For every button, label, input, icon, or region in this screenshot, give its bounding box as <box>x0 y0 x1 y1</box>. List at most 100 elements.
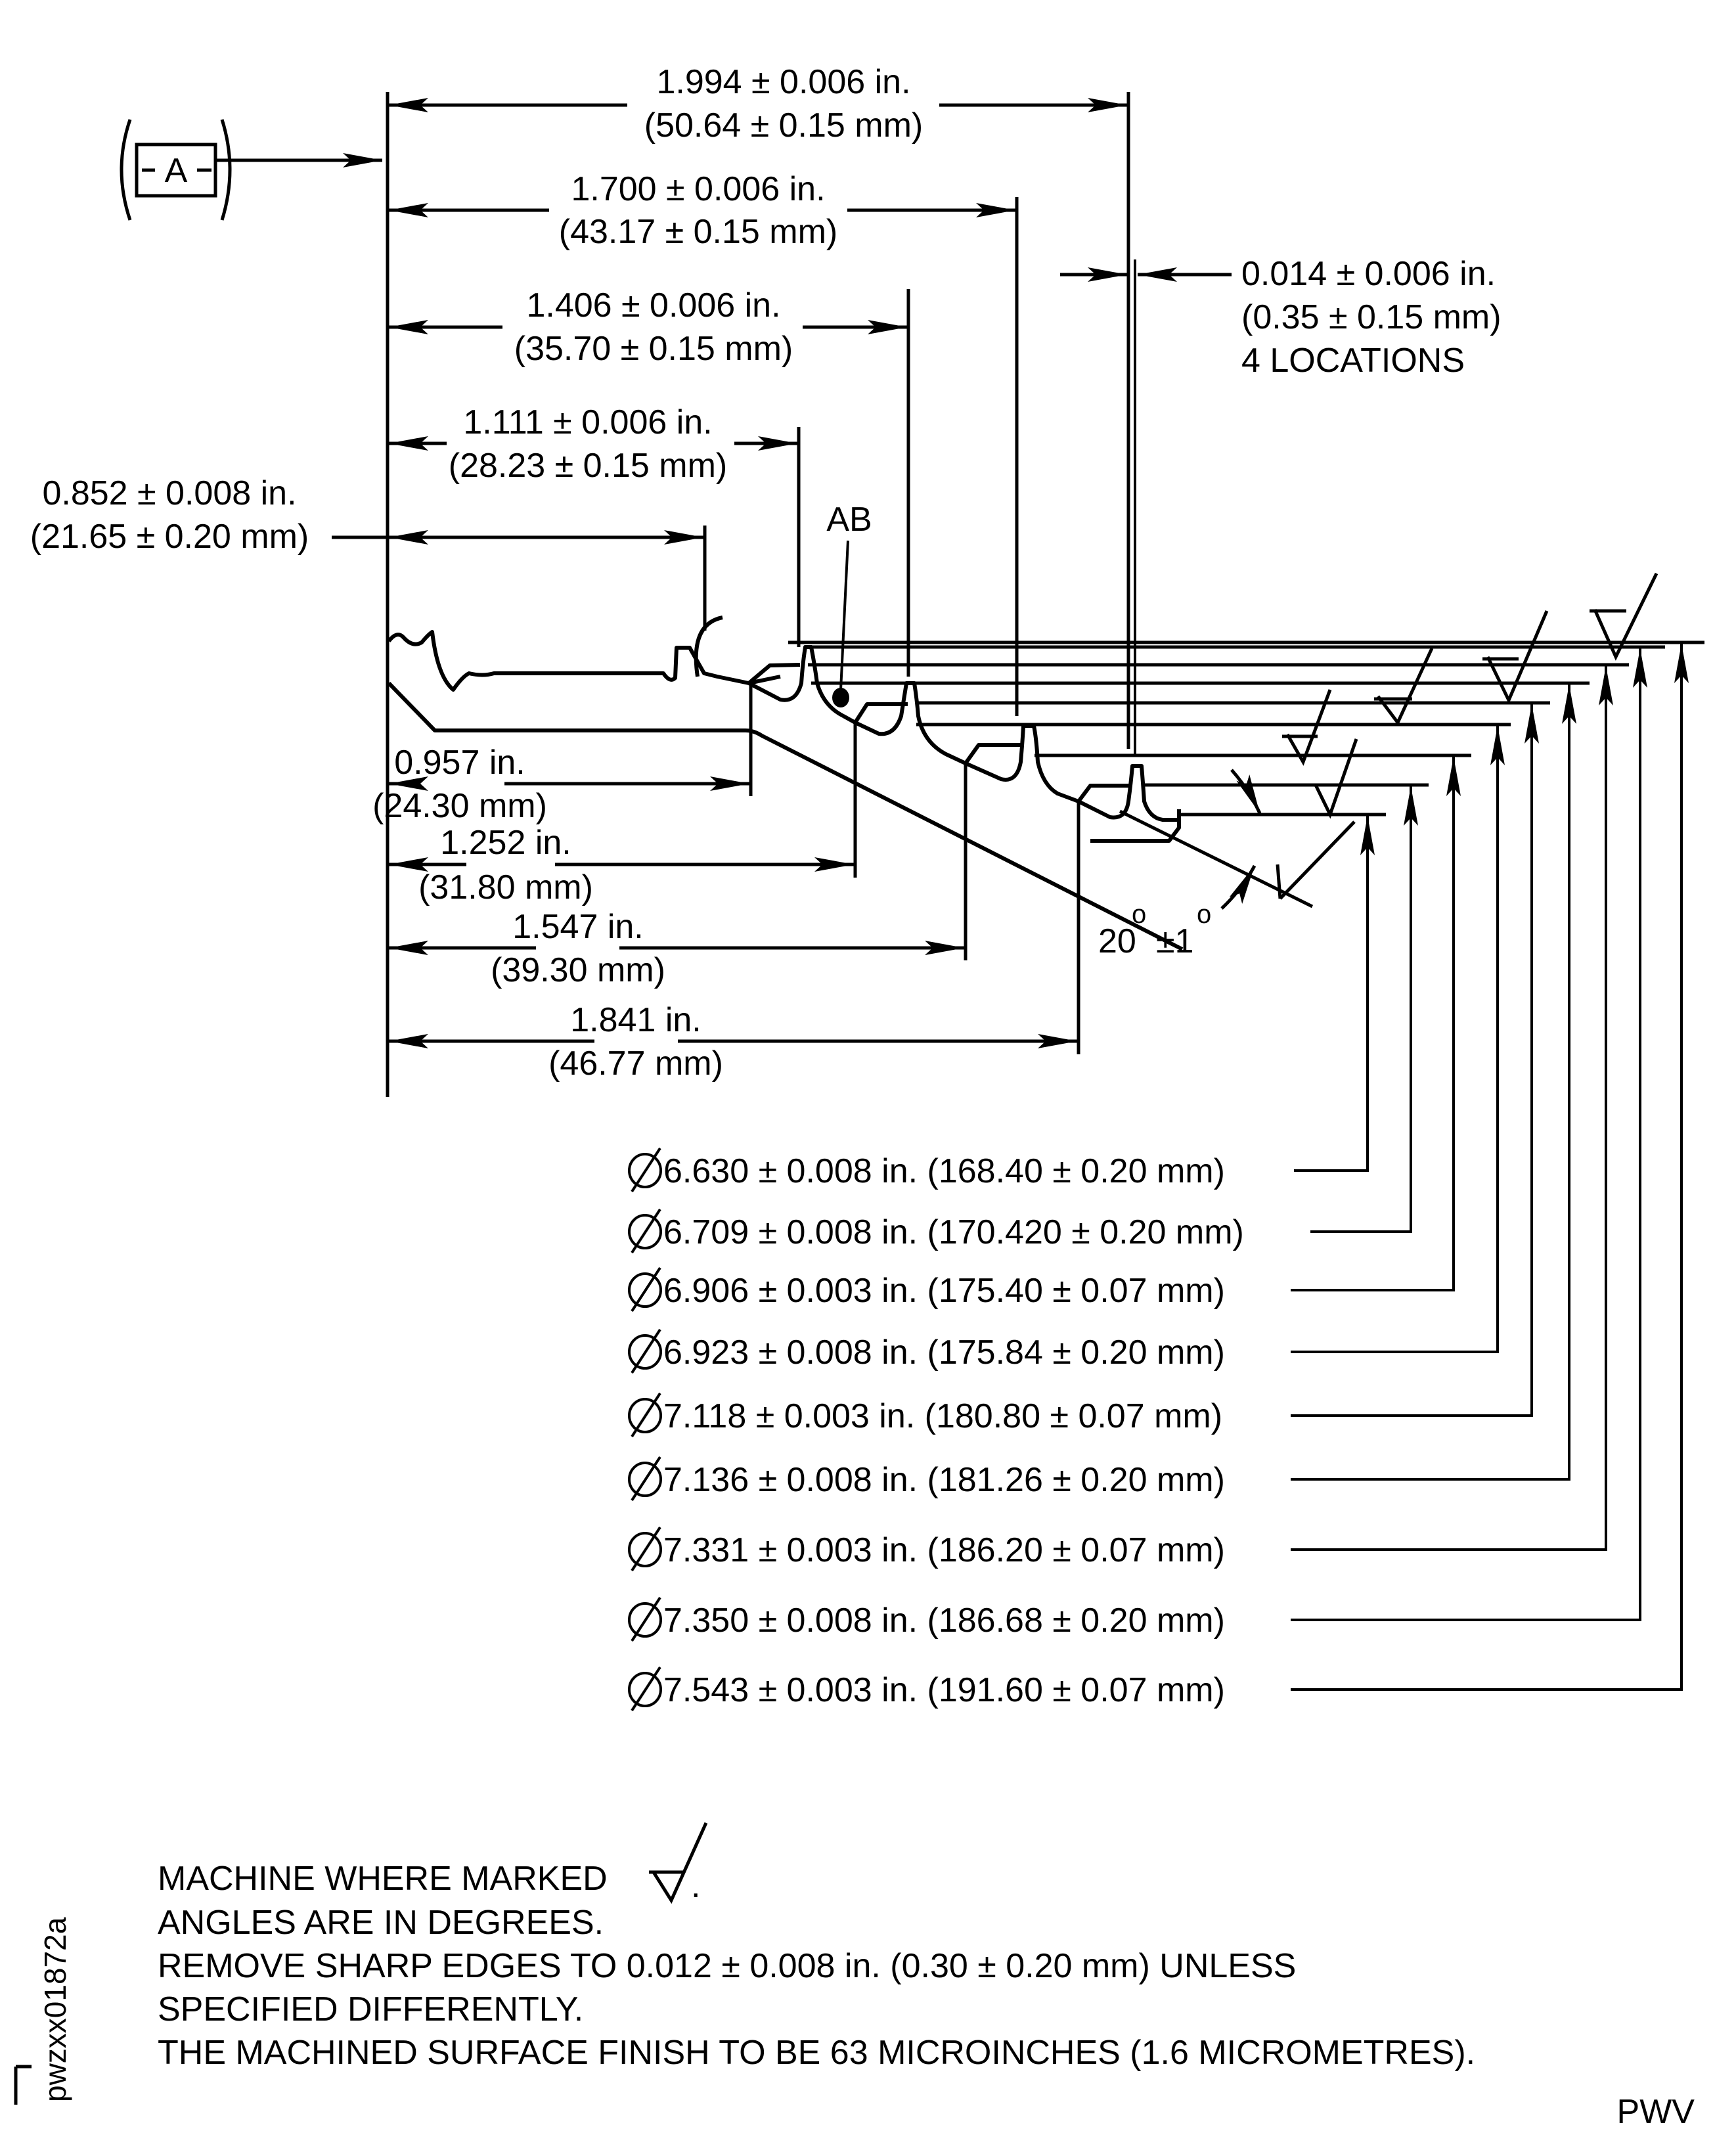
note-4: SPECIFIED DIFFERENTLY. <box>158 1990 583 2028</box>
dim-1111-inch: 1.111 ± 0.006 in. <box>463 403 712 441</box>
diameter-value: 7.136 ± 0.008 in. (181.26 ± 0.20 mm) <box>663 1461 1225 1499</box>
diameter-leader <box>1291 644 1689 1691</box>
feature-ab: AB <box>826 501 872 707</box>
dim-1994-mm: (50.64 ± 0.15 mm) <box>644 106 923 145</box>
angle-tolerance: ±1 <box>1156 922 1193 960</box>
thickness-inch: 0.014 ± 0.006 in. <box>1241 255 1496 293</box>
dim-1547-inch: 1.547 in. <box>512 908 644 946</box>
diameter-symbol-icon <box>628 1666 662 1712</box>
diameter-callout: 7.118 ± 0.003 in. (180.80 ± 0.07 mm) <box>628 704 1539 1438</box>
edge-curl <box>694 616 723 677</box>
dim-1252-inch: 1.252 in. <box>440 824 571 862</box>
diameter-leader <box>1291 648 1647 1621</box>
angle-callout: 20 o ±1 o <box>1098 900 1211 960</box>
dimension-1111: 1.111 ± 0.006 in. (28.23 ± 0.15 mm) <box>389 403 801 647</box>
diameter-symbol-icon <box>628 1526 662 1572</box>
diameter-leader <box>1291 726 1505 1353</box>
dim-0957-mm: (24.30 mm) <box>372 787 547 825</box>
machine-symbol-icon <box>1590 572 1658 661</box>
diameter-value: 7.350 ± 0.008 in. (186.68 ± 0.20 mm) <box>663 1601 1225 1640</box>
dim-1700-inch: 1.700 ± 0.006 in. <box>571 170 825 208</box>
diameter-symbol-icon <box>628 1328 662 1374</box>
edge-arrow <box>1230 769 1262 815</box>
diameter-leader <box>1310 786 1418 1233</box>
dim-1841-mm: (46.77 mm) <box>548 1044 723 1083</box>
feature-ab-dot <box>832 688 849 707</box>
diameter-callout: 6.709 ± 0.008 in. (170.420 ± 0.20 mm) <box>628 786 1418 1254</box>
diameter-symbol-icon <box>628 1596 662 1642</box>
dim-1406-mm: (35.70 ± 0.15 mm) <box>514 330 793 368</box>
datum-box <box>135 143 217 198</box>
dim-0852-inch: 0.852 ± 0.008 in. <box>42 474 296 512</box>
diameter-callout: 6.923 ± 0.008 in. (175.84 ± 0.20 mm) <box>628 726 1505 1374</box>
dimension-1700: 1.700 ± 0.006 in. (43.17 ± 0.15 mm) <box>389 170 1019 716</box>
diameter-leader <box>1291 757 1461 1291</box>
dimension-1841: 1.841 in. (46.77 mm) <box>389 801 1080 1083</box>
dim-1841-inch: 1.841 in. <box>570 1001 701 1039</box>
dim-1406-inch: 1.406 ± 0.006 in. <box>526 286 780 325</box>
datum-paren-right <box>220 119 232 221</box>
dim-1252-mm: (31.80 mm) <box>418 868 593 907</box>
machine-symbol-icon <box>649 1822 708 1904</box>
dim-0852-mm: (21.65 ± 0.20 mm) <box>30 518 309 556</box>
dim-1547-mm: (39.30 mm) <box>491 951 665 989</box>
angle-value: 20 <box>1098 922 1136 960</box>
note-5: THE MACHINED SURFACE FINISH TO BE 63 MIC… <box>158 2034 1475 2072</box>
diameter-leader <box>1294 816 1375 1172</box>
thickness-callout: 0.014 ± 0.006 in. (0.35 ± 0.15 mm) 4 LOC… <box>1060 255 1502 755</box>
feature-ab-label: AB <box>826 501 872 539</box>
thickness-mm: (0.35 ± 0.15 mm) <box>1241 298 1502 336</box>
thickness-qty: 4 LOCATIONS <box>1241 342 1465 380</box>
datum-paren-left <box>120 119 132 221</box>
dimension-1994: 1.994 ± 0.006 in. (50.64 ± 0.15 mm) <box>389 63 1130 749</box>
diameter-leader <box>1291 704 1539 1417</box>
dimension-1406: 1.406 ± 0.006 in. (35.70 ± 0.15 mm) <box>389 286 910 677</box>
angle-reference-line <box>1119 809 1314 908</box>
note-3: REMOVE SHARP EDGES TO 0.012 ± 0.008 in. … <box>158 1947 1296 1985</box>
figure-id: pwzxx01872a <box>14 1917 72 2105</box>
diameter-value: 7.543 ± 0.003 in. (191.60 ± 0.07 mm) <box>663 1671 1225 1709</box>
diameter-symbol-icon <box>628 1208 662 1254</box>
general-notes: MACHINE WHERE MARKED . ANGLES ARE IN DEG… <box>158 1822 1475 2072</box>
diameter-callout: 7.543 ± 0.003 in. (191.60 ± 0.07 mm) <box>628 644 1689 1712</box>
note-1-period: . <box>691 1867 700 1905</box>
diameter-callout: 6.630 ± 0.008 in. (168.40 ± 0.20 mm) <box>628 816 1375 1193</box>
diameter-value: 6.709 ± 0.008 in. (170.420 ± 0.20 mm) <box>663 1213 1244 1251</box>
machine-symbol-icon <box>1374 647 1434 726</box>
diameter-leader <box>1291 666 1613 1551</box>
machine-symbol-icon <box>1314 738 1358 819</box>
datum-label: A <box>165 152 188 190</box>
datum-feature-a: A <box>120 119 382 221</box>
diameter-value: 7.331 ± 0.003 in. (186.20 ± 0.07 mm) <box>663 1531 1225 1569</box>
diameter-value: 7.118 ± 0.003 in. (180.80 ± 0.07 mm) <box>663 1397 1222 1435</box>
diameter-symbol-icon <box>628 1266 662 1312</box>
dim-1700-mm: (43.17 ± 0.15 mm) <box>559 213 837 251</box>
figure-id-label: pwzxx01872a <box>38 1917 72 2102</box>
dim-0957-inch: 0.957 in. <box>394 744 525 782</box>
diameter-callout: 6.906 ± 0.003 in. (175.40 ± 0.07 mm) <box>628 757 1461 1312</box>
diameter-symbol-icon <box>628 1456 662 1502</box>
machine-symbol-icon <box>1282 689 1332 766</box>
dimension-1547: 1.547 in. (39.30 mm) <box>389 763 968 989</box>
diameter-value: 6.630 ± 0.008 in. (168.40 ± 0.20 mm) <box>663 1152 1225 1190</box>
diameter-value: 6.923 ± 0.008 in. (175.84 ± 0.20 mm) <box>663 1333 1225 1372</box>
angle-arrow <box>1220 864 1257 910</box>
note-2: ANGLES ARE IN DEGREES. <box>158 1904 604 1942</box>
dimension-0852: 0.852 ± 0.008 in. (21.65 ± 0.20 mm) <box>30 474 707 631</box>
angle-degree-symbol: o <box>1132 900 1146 929</box>
diameter-value: 6.906 ± 0.003 in. (175.40 ± 0.07 mm) <box>663 1272 1225 1310</box>
source-mark: PWV <box>1617 2093 1695 2131</box>
dim-1111-mm: (28.23 ± 0.15 mm) <box>449 447 727 485</box>
diameter-callout: 7.350 ± 0.008 in. (186.68 ± 0.20 mm) <box>628 648 1647 1642</box>
dimension-1252: 1.252 in. (31.80 mm) <box>389 723 857 907</box>
machine-symbol-icon <box>1482 610 1549 705</box>
diameter-leader <box>1291 684 1576 1481</box>
dimension-0957: 0.957 in. (24.30 mm) <box>372 683 753 825</box>
note-1: MACHINE WHERE MARKED <box>158 1860 608 1898</box>
diameter-callouts: 6.630 ± 0.008 in. (168.40 ± 0.20 mm) 6.70… <box>628 644 1689 1712</box>
diameter-symbol-icon <box>628 1392 662 1438</box>
dim-1994-inch: 1.994 ± 0.006 in. <box>656 63 910 101</box>
diameter-callout: 7.331 ± 0.003 in. (186.20 ± 0.07 mm) <box>628 666 1613 1572</box>
diameter-symbol-icon <box>628 1147 662 1193</box>
